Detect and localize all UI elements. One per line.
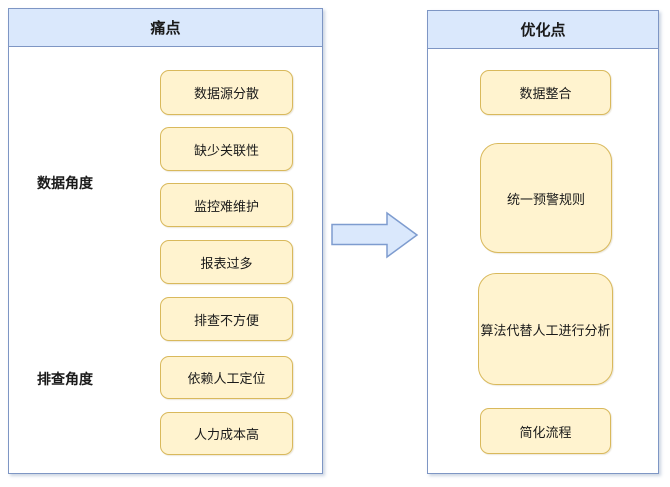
optimization-node: 统一预警规则 [480,143,612,253]
pain-point-node: 监控难维护 [160,183,293,227]
pain-points-title: 痛点 [150,20,181,37]
branch-label-investigate-angle: 排查角度 [37,371,93,387]
optimizations-title: 优化点 [520,22,566,39]
pain-point-node: 依赖人工定位 [160,356,293,399]
pain-points-header: 痛点 [9,9,322,47]
optimization-node: 简化流程 [480,408,611,454]
optimizations-header: 优化点 [428,11,658,49]
optimization-node: 数据整合 [480,70,611,115]
pain-point-node: 缺少关联性 [160,127,293,171]
pain-point-node: 数据源分散 [160,70,293,115]
optimization-node: 算法代替人工进行分析 [478,273,613,385]
right-arrow-icon [331,211,419,259]
pain-point-node: 报表过多 [160,240,293,284]
pain-point-node: 排查不方便 [160,297,293,341]
branch-label-data-angle: 数据角度 [37,175,93,191]
pain-point-node: 人力成本高 [160,412,293,455]
